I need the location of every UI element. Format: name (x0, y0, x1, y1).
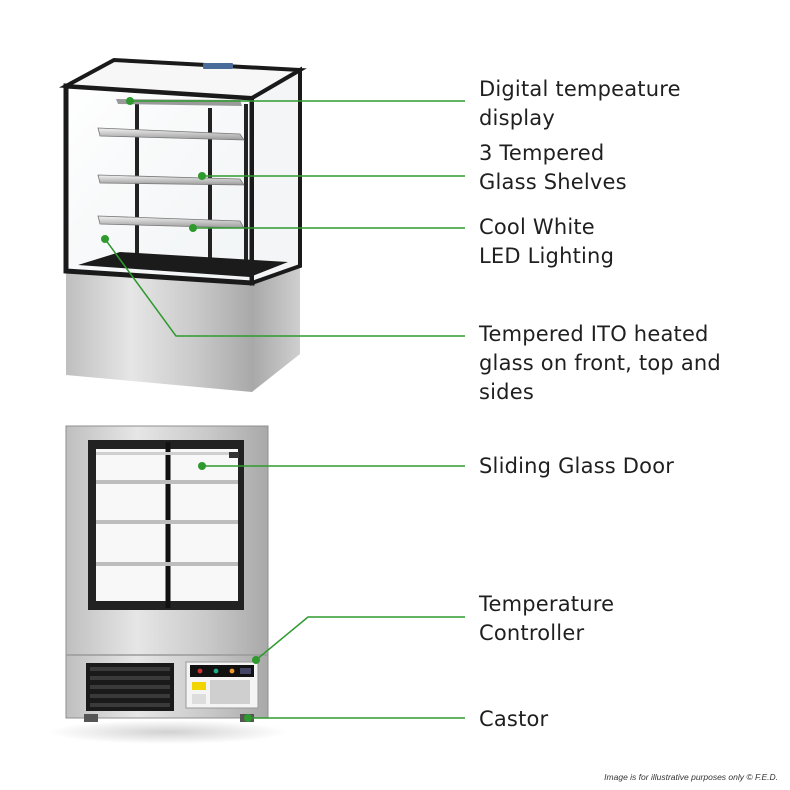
callout-dot-controller (252, 656, 260, 664)
label-digital-temperature-display: Digital tempeature display (479, 75, 681, 133)
callout-dot-display (126, 97, 134, 105)
callout-lines (104, 100, 465, 719)
label-line: Sliding Glass Door (479, 454, 675, 478)
label-tempered-glass-shelves: 3 Tempered Glass Shelves (479, 139, 627, 197)
label-line: display (479, 106, 555, 130)
disclaimer-text: Image is for illustrative purposes only … (604, 772, 778, 782)
label-line: 3 Tempered (479, 141, 605, 165)
label-line: Temperature (479, 592, 615, 616)
callout-dot-shelves (198, 172, 206, 180)
label-led-lighting: Cool White LED Lighting (479, 213, 614, 271)
callout-dot-led (189, 224, 197, 232)
label-line: Controller (479, 621, 585, 645)
label-line: Castor (479, 707, 549, 731)
label-heated-glass: Tempered ITO heated glass on front, top … (479, 320, 721, 407)
label-castor: Castor (479, 705, 548, 734)
label-line: sides (479, 380, 534, 404)
callout-dots (101, 97, 260, 722)
label-line: glass on front, top and (479, 351, 721, 375)
callout-dot-castor (244, 714, 252, 722)
callout-line-controller (255, 616, 465, 661)
top-cabinet-image (58, 57, 307, 392)
label-sliding-glass-door: Sliding Glass Door (479, 452, 674, 481)
label-line: Tempered ITO heated (479, 322, 709, 346)
label-line: Cool White (479, 215, 595, 239)
label-line: Glass Shelves (479, 170, 627, 194)
callout-dot-sliding-door (198, 462, 206, 470)
label-line: LED Lighting (479, 244, 615, 268)
label-line: Digital tempeature (479, 77, 681, 101)
front-cabinet-image (48, 425, 288, 744)
label-temperature-controller: Temperature Controller (479, 590, 614, 648)
callout-line-heated-glass (104, 238, 465, 337)
callout-dot-heated-glass (101, 235, 109, 243)
